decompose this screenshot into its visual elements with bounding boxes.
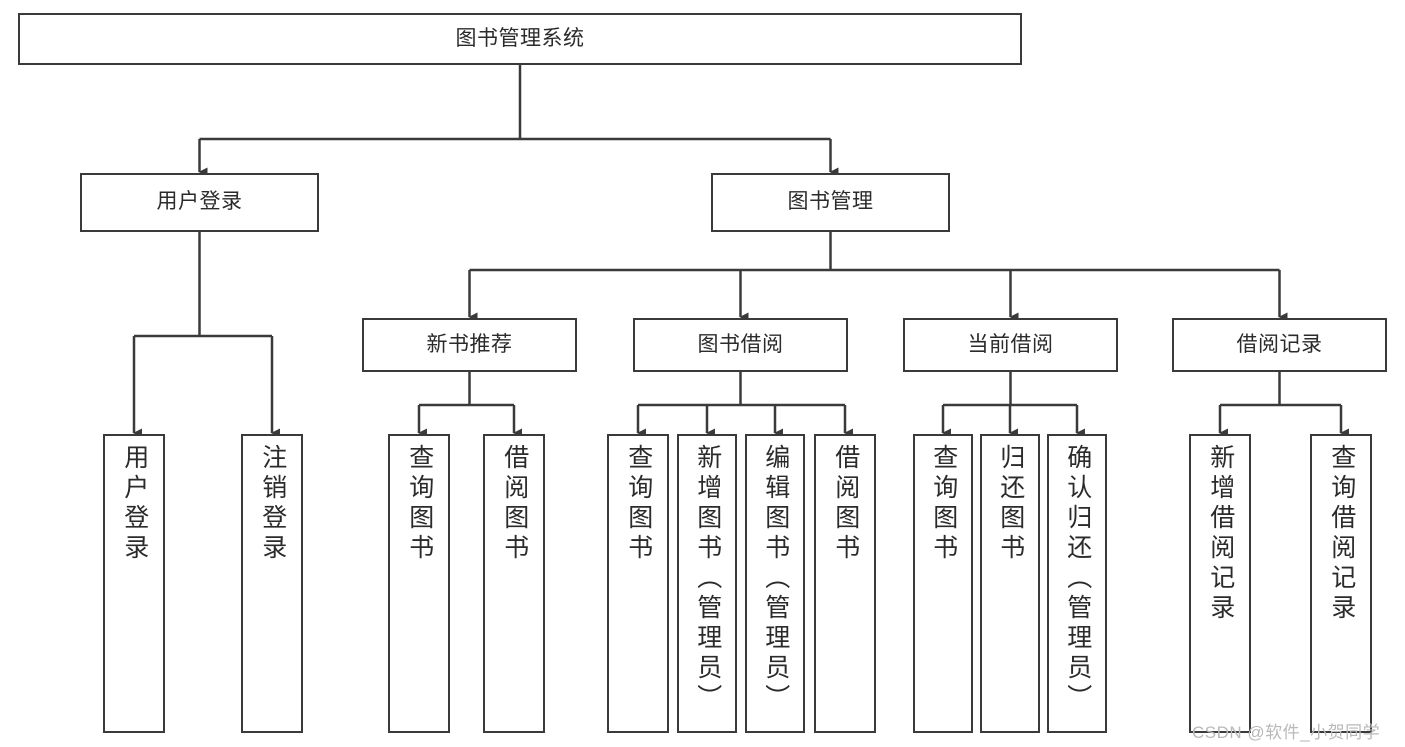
node-label: 图书管理系统 bbox=[455, 26, 585, 50]
node-label: 查询借阅记录 bbox=[1327, 444, 1356, 624]
node-label: 确认归还（管理员） bbox=[1063, 444, 1092, 714]
node-label: 借阅图书 bbox=[500, 444, 529, 564]
node-bookmgmt[interactable]: 图书管理 bbox=[711, 173, 950, 232]
node-label: 新增图书（管理员） bbox=[693, 444, 722, 714]
node-leaf-bor-borrow[interactable]: 借阅图书 bbox=[814, 434, 876, 733]
node-leaf-user-login[interactable]: 用户登录 bbox=[103, 434, 165, 733]
node-leaf-bor-edit[interactable]: 编辑图书（管理员） bbox=[745, 434, 805, 733]
node-label: 借阅图书 bbox=[831, 444, 860, 564]
node-leaf-cur-confirm[interactable]: 确认归还（管理员） bbox=[1047, 434, 1107, 733]
node-label: 归还图书 bbox=[996, 444, 1025, 564]
edge-group bbox=[132, 65, 1349, 438]
node-records[interactable]: 借阅记录 bbox=[1172, 318, 1387, 372]
node-leaf-cur-query[interactable]: 查询图书 bbox=[913, 434, 973, 733]
node-leaf-bor-add[interactable]: 新增图书（管理员） bbox=[677, 434, 737, 733]
node-leaf-bor-query[interactable]: 查询图书 bbox=[607, 434, 669, 733]
node-leaf-rec-query[interactable]: 查询借阅记录 bbox=[1310, 434, 1372, 733]
node-label: 新书推荐 bbox=[426, 332, 513, 356]
node-label: 图书管理 bbox=[787, 190, 874, 214]
node-label: 查询图书 bbox=[929, 444, 958, 564]
node-label: 图书借阅 bbox=[697, 332, 784, 356]
node-leaf-rec-add[interactable]: 新增借阅记录 bbox=[1189, 434, 1251, 733]
node-leaf-new-query[interactable]: 查询图书 bbox=[388, 434, 450, 733]
node-root[interactable]: 图书管理系统 bbox=[18, 13, 1022, 65]
node-label: 查询图书 bbox=[405, 444, 434, 564]
node-leaf-cur-return[interactable]: 归还图书 bbox=[980, 434, 1040, 733]
node-current[interactable]: 当前借阅 bbox=[903, 318, 1118, 372]
node-label: 注销登录 bbox=[258, 444, 287, 564]
node-login[interactable]: 用户登录 bbox=[80, 173, 319, 232]
node-newbook[interactable]: 新书推荐 bbox=[362, 318, 577, 372]
node-label: 用户登录 bbox=[120, 444, 149, 564]
node-label: 用户登录 bbox=[156, 190, 243, 214]
node-label: 借阅记录 bbox=[1236, 332, 1323, 356]
node-label: 查询图书 bbox=[624, 444, 653, 564]
node-label: 新增借阅记录 bbox=[1206, 444, 1235, 624]
node-borrow[interactable]: 图书借阅 bbox=[633, 318, 848, 372]
node-label: 当前借阅 bbox=[967, 332, 1054, 356]
node-leaf-new-borrow[interactable]: 借阅图书 bbox=[483, 434, 545, 733]
node-leaf-user-logout[interactable]: 注销登录 bbox=[241, 434, 303, 733]
node-label: 编辑图书（管理员） bbox=[761, 444, 790, 714]
